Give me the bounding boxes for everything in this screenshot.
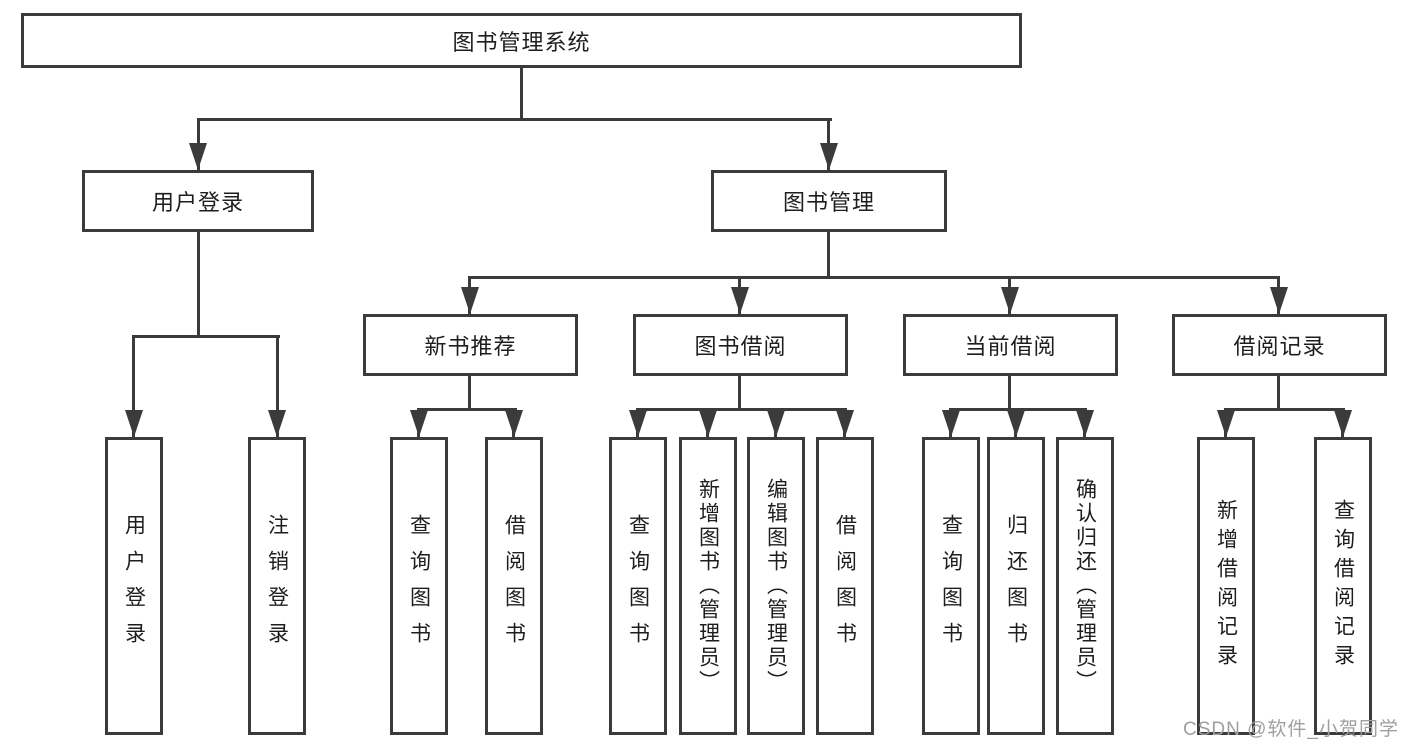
- node-leaf-user-login: 用户登录: [105, 437, 163, 735]
- node-leaf-return-book-label: 归还图书: [1004, 514, 1028, 658]
- arrowhead-down-icon: [505, 410, 523, 437]
- node-user-login-label: 用户登录: [151, 190, 244, 215]
- connector-book-borrow-branch: [636, 408, 847, 411]
- node-leaf-query-book-3: 查询图书: [922, 437, 980, 735]
- connector-borrow-records-branch: [1224, 408, 1345, 411]
- connector-root-branch: [197, 118, 832, 121]
- arrowhead-down-icon: [629, 410, 647, 437]
- node-book-mgmt: 图书管理: [711, 170, 947, 232]
- node-leaf-borrow-book-2-label: 借阅图书: [833, 514, 857, 658]
- node-borrow-records: 借阅记录: [1172, 314, 1387, 376]
- node-leaf-query-record: 查询借阅记录: [1314, 437, 1372, 735]
- node-leaf-query-book-2: 查询图书: [609, 437, 667, 735]
- node-leaf-edit-book: 编辑图书（管理员）: [747, 437, 805, 735]
- arrowhead-down-icon: [1001, 287, 1019, 314]
- node-leaf-user-login-label: 用户登录: [122, 514, 146, 658]
- node-root-label: 图书管理系统: [452, 29, 591, 55]
- arrowhead-down-icon: [942, 410, 960, 437]
- node-leaf-query-book-3-label: 查询图书: [939, 514, 963, 658]
- arrowhead-down-icon: [268, 410, 286, 437]
- arrowhead-down-icon: [1007, 410, 1025, 437]
- node-leaf-return-book: 归还图书: [987, 437, 1045, 735]
- node-leaf-borrow-book-2: 借阅图书: [816, 437, 874, 735]
- connector-stem-leaf-logout: [276, 335, 279, 437]
- arrowhead-down-icon: [461, 287, 479, 314]
- arrowhead-down-icon: [1334, 410, 1352, 437]
- csdn-watermark: CSDN @软件_小贺同学: [1183, 719, 1399, 740]
- connector-new-book-rec-branch: [417, 408, 517, 411]
- node-leaf-borrow-book-1: 借阅图书: [485, 437, 543, 735]
- connector-current-borrow-branch: [949, 408, 1087, 411]
- node-leaf-edit-book-label: 编辑图书（管理员）: [764, 478, 788, 694]
- node-leaf-query-book-2-label: 查询图书: [626, 514, 650, 658]
- arrowhead-down-icon: [1270, 287, 1288, 314]
- connector-borrow-records-drop: [1277, 376, 1280, 408]
- arrowhead-down-icon: [699, 410, 717, 437]
- node-leaf-add-book-label: 新增图书（管理员）: [696, 478, 720, 694]
- node-leaf-logout-label: 注销登录: [265, 514, 289, 658]
- node-leaf-confirm-return: 确认归还（管理员）: [1056, 437, 1114, 735]
- node-book-borrow-label: 图书借阅: [694, 334, 787, 359]
- node-book-borrow: 图书借阅: [633, 314, 848, 376]
- connector-user-login-drop: [197, 232, 200, 335]
- node-leaf-query-book-1: 查询图书: [390, 437, 448, 735]
- node-leaf-query-book-1-label: 查询图书: [407, 514, 431, 658]
- arrowhead-down-icon: [410, 410, 428, 437]
- node-leaf-borrow-book-1-label: 借阅图书: [502, 514, 526, 658]
- node-root: 图书管理系统: [21, 13, 1022, 68]
- node-book-mgmt-label: 图书管理: [782, 190, 875, 215]
- connector-user-login-branch: [132, 335, 280, 338]
- arrowhead-down-icon: [189, 143, 207, 170]
- node-leaf-add-record-label: 新增借阅记录: [1214, 499, 1238, 673]
- connector-new-book-rec-drop: [468, 376, 471, 408]
- connector-book-borrow-drop: [738, 376, 741, 408]
- arrowhead-down-icon: [125, 410, 143, 437]
- arrowhead-down-icon: [836, 410, 854, 437]
- connector-book-mgmt-drop: [827, 232, 830, 276]
- node-new-book-rec-label: 新书推荐: [424, 334, 517, 359]
- arrowhead-down-icon: [1217, 410, 1235, 437]
- node-current-borrow: 当前借阅: [903, 314, 1118, 376]
- arrowhead-down-icon: [820, 143, 838, 170]
- connector-stem-leaf-user-login: [132, 335, 135, 437]
- node-leaf-logout: 注销登录: [248, 437, 306, 735]
- arrowhead-down-icon: [731, 287, 749, 314]
- arrowhead-down-icon: [767, 410, 785, 437]
- node-new-book-rec: 新书推荐: [363, 314, 578, 376]
- connector-current-borrow-drop: [1008, 376, 1011, 408]
- connector-root-drop: [520, 68, 523, 118]
- arrowhead-down-icon: [1076, 410, 1094, 437]
- node-leaf-add-record: 新增借阅记录: [1197, 437, 1255, 735]
- node-borrow-records-label: 借阅记录: [1233, 334, 1326, 359]
- node-current-borrow-label: 当前借阅: [964, 334, 1057, 359]
- connector-book-mgmt-branch: [468, 276, 1280, 279]
- node-leaf-add-book: 新增图书（管理员）: [679, 437, 737, 735]
- node-leaf-confirm-return-label: 确认归还（管理员）: [1073, 478, 1097, 694]
- node-user-login: 用户登录: [82, 170, 314, 232]
- node-leaf-query-record-label: 查询借阅记录: [1331, 499, 1355, 673]
